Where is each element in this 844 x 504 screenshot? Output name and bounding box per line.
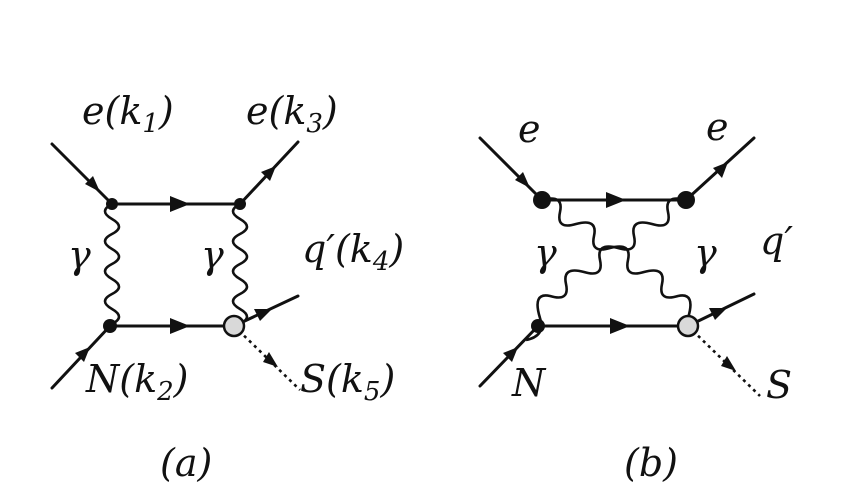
a-label-out-quark: q′(k4) (302, 227, 404, 277)
a-label-photon-right: γ (201, 233, 224, 277)
a-outgoing-electron-arrow (261, 166, 276, 181)
a-label-out-electron: e(k3) (246, 89, 338, 139)
a-photon-left (103, 202, 121, 326)
a-outgoing-scalar-line (233, 325, 301, 391)
b-photon-crossed-2 (525, 197, 687, 342)
b-label-in-electron: e (518, 107, 541, 151)
b-outgoing-quark-arrow (709, 308, 727, 320)
a-label-out-scalar: S(k5) (300, 357, 395, 407)
b-label-out-scalar: S (766, 363, 792, 407)
b-bottom-nucleon-arrow (610, 318, 630, 334)
a-label-photon-left: γ (68, 233, 91, 277)
b-incoming-nucleon-arrow (503, 347, 518, 362)
b-vertex-top-left (533, 191, 551, 209)
b-label-photon-right: γ (694, 231, 717, 275)
b-incoming-electron-line (478, 136, 544, 202)
a-bottom-nucleon-arrow (170, 318, 190, 334)
a-label-in-electron: e(k1) (82, 89, 174, 139)
a-outgoing-quark-arrow (254, 309, 272, 321)
a-caption: (a) (160, 441, 212, 485)
b-incoming-electron-arrow (515, 172, 530, 188)
diagram-a: e(k1) e(k3) γ γ q′(k4) N(k2) S(k5) (a) (50, 89, 404, 485)
a-incoming-electron-line (50, 142, 114, 206)
a-effective-vertex (222, 314, 246, 338)
a-vertex-top-left (106, 198, 118, 210)
a-outgoing-scalar-arrow (263, 352, 278, 367)
b-label-photon-left: γ (534, 231, 557, 275)
b-label-out-quark: q′ (760, 219, 793, 263)
a-incoming-nucleon-arrow (75, 347, 90, 362)
a-vertex-top-right (234, 198, 246, 210)
b-outgoing-electron-arrow (713, 162, 728, 178)
a-photon-right (231, 202, 249, 326)
b-top-electron-arrow (606, 192, 626, 208)
b-photon-crossed-1 (541, 197, 692, 319)
b-effective-vertex (676, 314, 700, 338)
a-incoming-electron-arrow (85, 176, 100, 192)
a-top-electron-arrow (170, 196, 190, 212)
b-vertex-top-right (677, 191, 695, 209)
b-label-out-electron: e (706, 105, 729, 149)
a-label-in-nucleon: N(k2) (85, 357, 188, 407)
b-label-in-nucleon: N (511, 361, 547, 405)
b-vertex-bottom-left (531, 319, 545, 333)
b-caption: (b) (624, 441, 678, 485)
a-vertex-bottom-left (103, 319, 117, 333)
b-outgoing-scalar-arrow (721, 356, 736, 371)
diagram-b: e e γ γ q′ N S (b) (478, 105, 793, 485)
